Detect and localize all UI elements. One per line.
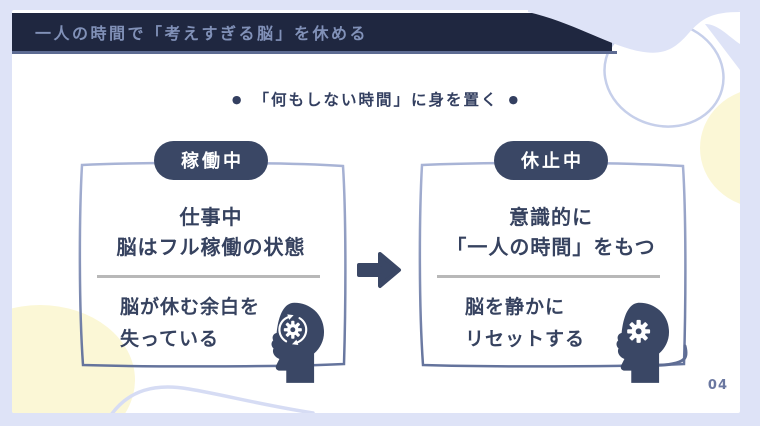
- head-gear-icon: [616, 302, 670, 383]
- page-title: 一人の時間で「考えすぎる脳」を休める: [35, 24, 369, 43]
- bullet-dot-icon: ●: [231, 93, 244, 106]
- heading-line: 脳はフル稼働の状態: [116, 235, 306, 259]
- note-line: 脳を静かに: [465, 296, 566, 318]
- note-line: 失っている: [120, 328, 220, 350]
- bullet-dot-icon: ●: [508, 93, 521, 106]
- right-arrow-icon: [357, 252, 401, 288]
- card-note: 脳が休む余白を 失っている: [120, 291, 260, 355]
- slide: 一人の時間で「考えすぎる脳」を休める ● 「何もしない時間」に身を置く ●: [12, 10, 740, 413]
- lavender-blob-decoration: [528, 10, 740, 70]
- subtitle-text: 「何もしない時間」に身を置く: [253, 90, 499, 109]
- page-number: 04: [707, 378, 728, 393]
- title-underline: [12, 51, 617, 54]
- subtitle: ● 「何もしない時間」に身を置く ●: [12, 88, 740, 110]
- card-heading: 仕事中 脳はフル稼働の状態: [72, 202, 350, 262]
- card-divider: [437, 275, 660, 278]
- status-card-active: 稼働中 仕事中 脳はフル稼働の状態 脳が休む余白を 失っている: [72, 141, 350, 383]
- status-badge: 休止中: [494, 141, 608, 180]
- card-divider: [97, 275, 320, 278]
- note-line: リセットする: [465, 328, 586, 350]
- status-badge: 稼働中: [154, 141, 268, 180]
- card-heading: 意識的に 「一人の時間」をもつ: [412, 202, 690, 262]
- heading-line: 「一人の時間」をもつ: [446, 235, 656, 259]
- status-card-rest: 休止中 意識的に 「一人の時間」をもつ 脳を静かに リセットする: [412, 141, 690, 383]
- heading-line: 仕事中: [179, 205, 243, 229]
- wavy-line-decoration: [110, 385, 315, 413]
- note-line: 脳が休む余白を: [120, 296, 261, 318]
- title-bar: 一人の時間で「考えすぎる脳」を休める: [12, 13, 612, 51]
- heading-line: 意識的に: [509, 205, 593, 229]
- head-gear-cycle-icon: [271, 302, 325, 383]
- card-note: 脳を静かに リセットする: [465, 291, 585, 355]
